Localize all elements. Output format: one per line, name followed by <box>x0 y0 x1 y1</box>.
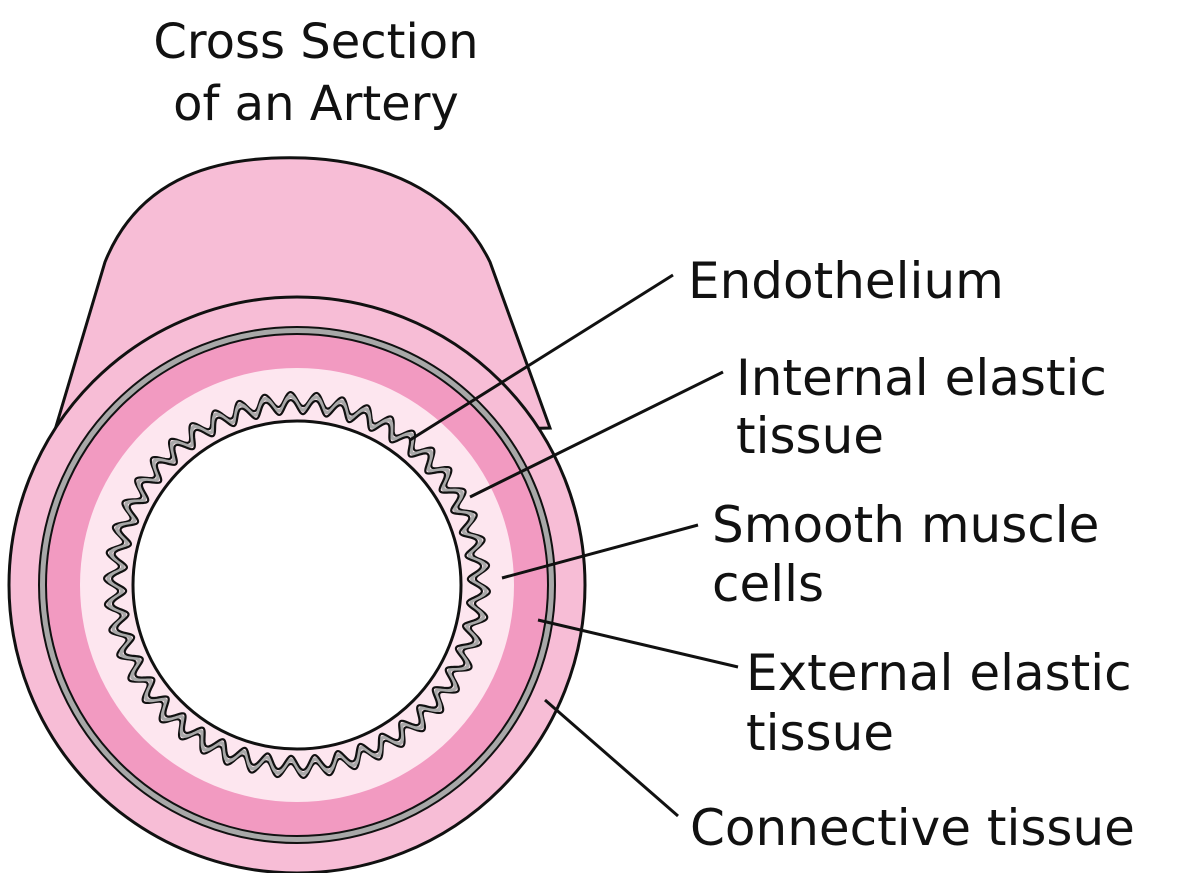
title-line-2: of an Artery <box>173 76 459 132</box>
label-internal-elastic-line1: Internal elastic <box>736 349 1107 407</box>
label-smooth-muscle-line2: cells <box>712 555 824 613</box>
label-external-elastic-line2: tissue <box>746 704 894 762</box>
leader-smooth-muscle <box>501 523 699 580</box>
lumen <box>131 419 463 751</box>
title-line-1: Cross Section <box>153 14 478 70</box>
leader-connective <box>544 698 679 818</box>
label-external-elastic-line1: External elastic <box>746 644 1132 702</box>
label-smooth-muscle-line1: Smooth muscle <box>712 496 1099 554</box>
leader-internal-elastic <box>469 370 724 499</box>
internal-elastic-wave-inner <box>111 399 483 771</box>
label-connective-tissue: Connective tissue <box>690 799 1135 857</box>
internal-elastic-wave-fill <box>106 394 488 776</box>
leader-external-elastic <box>537 618 739 669</box>
internal-elastic-wave <box>103 391 491 779</box>
leader-endothelium <box>409 273 674 442</box>
label-internal-elastic-line2: tissue <box>736 407 884 465</box>
label-endothelium: Endothelium <box>688 252 1004 310</box>
